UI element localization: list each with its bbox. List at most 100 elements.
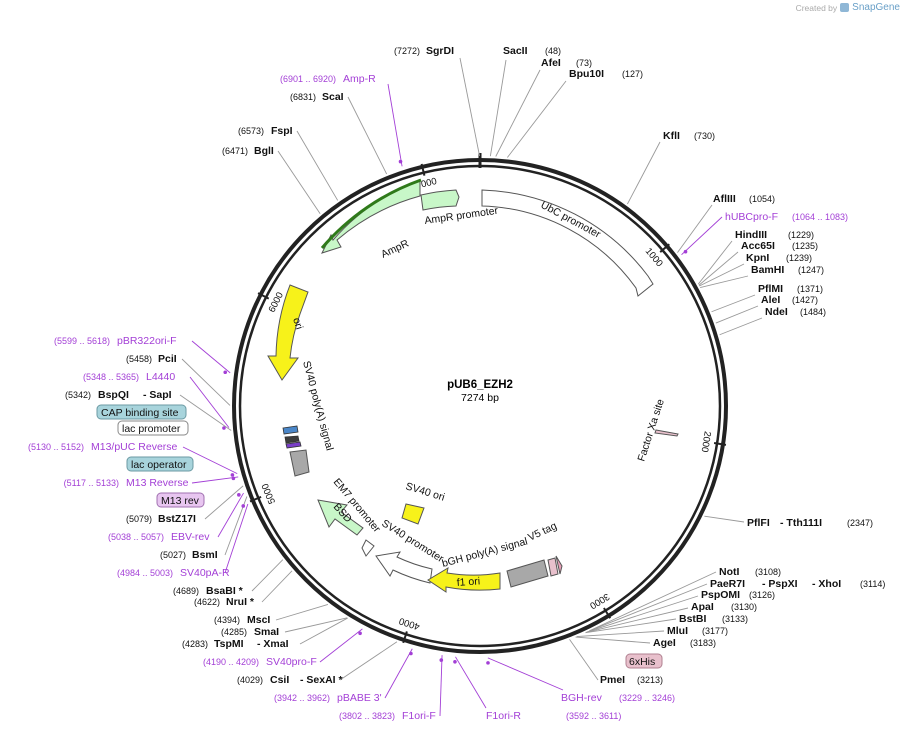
6xhis-box[interactable] (625, 653, 663, 669)
primer-sv40pro-f[interactable]: SV40pro-F (266, 656, 317, 668)
site-sexai[interactable]: - SexAI * (300, 674, 344, 686)
ubc-promoter-arrow[interactable] (481, 189, 654, 297)
lac-promoter-box[interactable] (117, 420, 189, 436)
f1-ori-arrow[interactable] (427, 566, 501, 593)
site-leader-1 (489, 59, 507, 157)
site-kpni[interactable]: KpnI (746, 252, 769, 264)
site-sapi[interactable]: - SapI (143, 389, 172, 401)
ampr-promoter-arrow[interactable] (420, 189, 460, 211)
site-leader-6 (697, 240, 733, 285)
primer-sv40pa-r-range: (4984 .. 5003) (117, 568, 173, 578)
site-leader-20 (575, 636, 651, 644)
site-agei[interactable]: AgeI (653, 637, 676, 649)
bgh-polya-block[interactable] (506, 559, 549, 588)
em7-promoter-arrow[interactable] (361, 539, 375, 557)
site-leader-30 (179, 394, 232, 431)
primer-bind-mark-9 (409, 651, 413, 656)
site-tspmi[interactable]: TspMI (214, 638, 244, 650)
site-pflfi[interactable]: PflFI (747, 517, 770, 529)
site-leader-17 (585, 607, 689, 633)
site-mlui[interactable]: MluI (667, 625, 688, 637)
primer-pbr322ori-f-range: (5599 .. 5618) (54, 336, 110, 346)
primer-f1ori-f[interactable]: F1ori-F (402, 710, 436, 722)
cap-binding-site-box[interactable] (96, 404, 187, 420)
primer-sv40pa-r[interactable]: SV40pA-R (180, 567, 230, 579)
primer-pbr322ori-f[interactable]: pBR322ori-F (117, 335, 177, 347)
site-bpu10i[interactable]: Bpu10I (569, 68, 604, 80)
site-xhoi[interactable]: - XhoI (812, 578, 841, 590)
site-fspi-pos: (6573) (238, 126, 264, 136)
sv40-ori-block[interactable] (401, 503, 425, 525)
site-sacii[interactable]: SacII (503, 45, 528, 57)
tick-label-5000: 5000 (260, 482, 278, 506)
primer-bind-mark-11 (453, 659, 457, 664)
factor-xa-block[interactable] (654, 429, 679, 437)
site-bsabi[interactable]: BsaBI * (206, 585, 244, 597)
site-hindiii[interactable]: HindIII (735, 229, 767, 241)
site-msci[interactable]: MscI (247, 614, 270, 626)
v5-tag-block[interactable] (547, 557, 559, 577)
site-leader-5 (677, 204, 713, 253)
site-afliii[interactable]: AflIII (713, 193, 736, 205)
site-smai[interactable]: SmaI (254, 626, 279, 638)
site-bgli[interactable]: BglI (254, 145, 274, 157)
site-paer7i[interactable]: PaeR7I (710, 578, 745, 590)
lac-operator-box[interactable] (126, 456, 194, 472)
tick-label-4000: 4000 (398, 615, 422, 632)
sv40-promoter-arrow[interactable] (375, 551, 433, 584)
primer-l4440[interactable]: L4440 (146, 371, 175, 383)
site-kfli[interactable]: KflI (663, 130, 680, 142)
site-scai[interactable]: ScaI (322, 91, 344, 103)
primer-amp-r[interactable]: Amp-R (343, 73, 376, 85)
sv40-polya-block[interactable] (289, 449, 310, 477)
label-ampr: AmpR (379, 237, 411, 260)
bsd-arrow[interactable] (317, 499, 364, 536)
primer-f1ori-r[interactable]: F1ori-R (486, 710, 521, 722)
site-bspqi[interactable]: BspQI (98, 389, 129, 401)
m13-rev-box[interactable] (156, 492, 205, 508)
site-bstz17i[interactable]: BstZ17I (158, 513, 196, 525)
primer-pbabe3-range: (3942 .. 3962) (274, 693, 330, 703)
primer-bgh-rev[interactable]: BGH-rev (561, 692, 603, 704)
primer-bind-mark-1 (683, 249, 688, 254)
ori-arrow[interactable] (267, 284, 309, 381)
site-noti[interactable]: NotI (719, 566, 739, 578)
site-csii[interactable]: CsiI (270, 674, 289, 686)
site-bsmi[interactable]: BsmI (192, 549, 218, 561)
site-nrui-pos: (4622) (194, 597, 220, 607)
primer-m13-reverse[interactable]: M13 Reverse (126, 477, 189, 489)
site-pspxi[interactable]: - PspXI (762, 578, 798, 590)
site-pspomi[interactable]: PspOMI (701, 589, 740, 601)
site-leader-11 (715, 305, 759, 324)
site-leader-32 (277, 150, 321, 215)
site-leader-29 (204, 485, 244, 520)
site-bamhi[interactable]: BamHI (751, 264, 784, 276)
site-pmei[interactable]: PmeI (600, 674, 625, 686)
site-leader-15 (588, 583, 708, 632)
site-ndei[interactable]: NdeI (765, 306, 788, 318)
primer-bind-mark-8 (358, 631, 362, 636)
site-pflmi[interactable]: PflMI (758, 283, 783, 295)
site-sgrdi-pos: (7272) (394, 46, 420, 56)
site-leader-2 (495, 69, 541, 157)
site-fspi[interactable]: FspI (271, 125, 293, 137)
site-pcii[interactable]: PciI (158, 353, 177, 365)
site-xmai[interactable]: - XmaI (257, 638, 289, 650)
primer-pbabe3[interactable]: pBABE 3' (337, 692, 382, 704)
site-nrui[interactable]: NruI * (226, 596, 255, 608)
site-afei[interactable]: AfeI (541, 57, 561, 69)
site-bstbi[interactable]: BstBI (679, 613, 707, 625)
site-apai[interactable]: ApaI (691, 601, 714, 613)
site-tth111i[interactable]: - Tth111I (780, 517, 822, 529)
primer-m13puc-reverse[interactable]: M13/pUC Reverse (91, 441, 178, 453)
primer-leader-10 (439, 655, 443, 717)
primer-ebv-rev[interactable]: EBV-rev (171, 531, 210, 543)
site-acc65i[interactable]: Acc65I (741, 240, 775, 252)
site-alei[interactable]: AleI (761, 294, 780, 306)
site-afei-pos: (73) (576, 58, 592, 68)
primer-hubcpro-f[interactable]: hUBCpro-F (725, 211, 778, 223)
site-leader-10 (711, 294, 756, 313)
label-sv40-ori: SV40 ori (404, 480, 446, 503)
primer-ebv-rev-range: (5038 .. 5057) (108, 532, 164, 542)
site-sgrdi[interactable]: SgrDI (426, 45, 454, 57)
